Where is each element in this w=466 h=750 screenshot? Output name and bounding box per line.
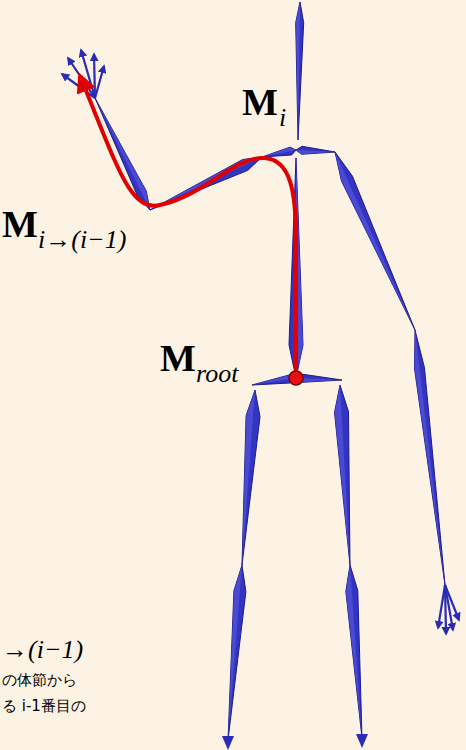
bone xyxy=(335,152,415,330)
bone-shade xyxy=(335,385,350,565)
matrix-symbol: M xyxy=(160,338,196,380)
bone-shade xyxy=(262,147,296,157)
bone xyxy=(296,146,335,154)
bone xyxy=(228,565,246,740)
finger-bones xyxy=(62,50,459,750)
bone-shade xyxy=(242,390,255,565)
bone xyxy=(415,330,445,585)
note-text: る i-1番目の xyxy=(2,698,86,715)
root-joint-dot xyxy=(289,371,303,385)
bone xyxy=(346,565,362,738)
subscript-fragment: →(i−1) xyxy=(2,636,83,665)
bone-shade xyxy=(415,330,445,585)
bone xyxy=(262,147,296,157)
bone xyxy=(296,2,304,140)
bone-shade xyxy=(346,565,362,738)
matrix-symbol: M xyxy=(2,204,38,246)
matrix-symbol: M xyxy=(242,82,278,124)
skeleton-bones xyxy=(95,2,445,740)
bone-shade xyxy=(228,565,242,740)
note-text: の体節から xyxy=(2,672,77,689)
bone xyxy=(335,385,350,565)
subscript: root xyxy=(196,360,238,389)
bone-shade xyxy=(296,2,300,140)
subscript: i xyxy=(279,104,286,133)
bone xyxy=(95,98,150,210)
bone-shade xyxy=(335,152,415,330)
bone xyxy=(242,390,260,565)
bone-shade xyxy=(95,98,150,210)
subscript: i→(i−1) xyxy=(38,226,126,255)
bone-shade xyxy=(296,150,335,154)
